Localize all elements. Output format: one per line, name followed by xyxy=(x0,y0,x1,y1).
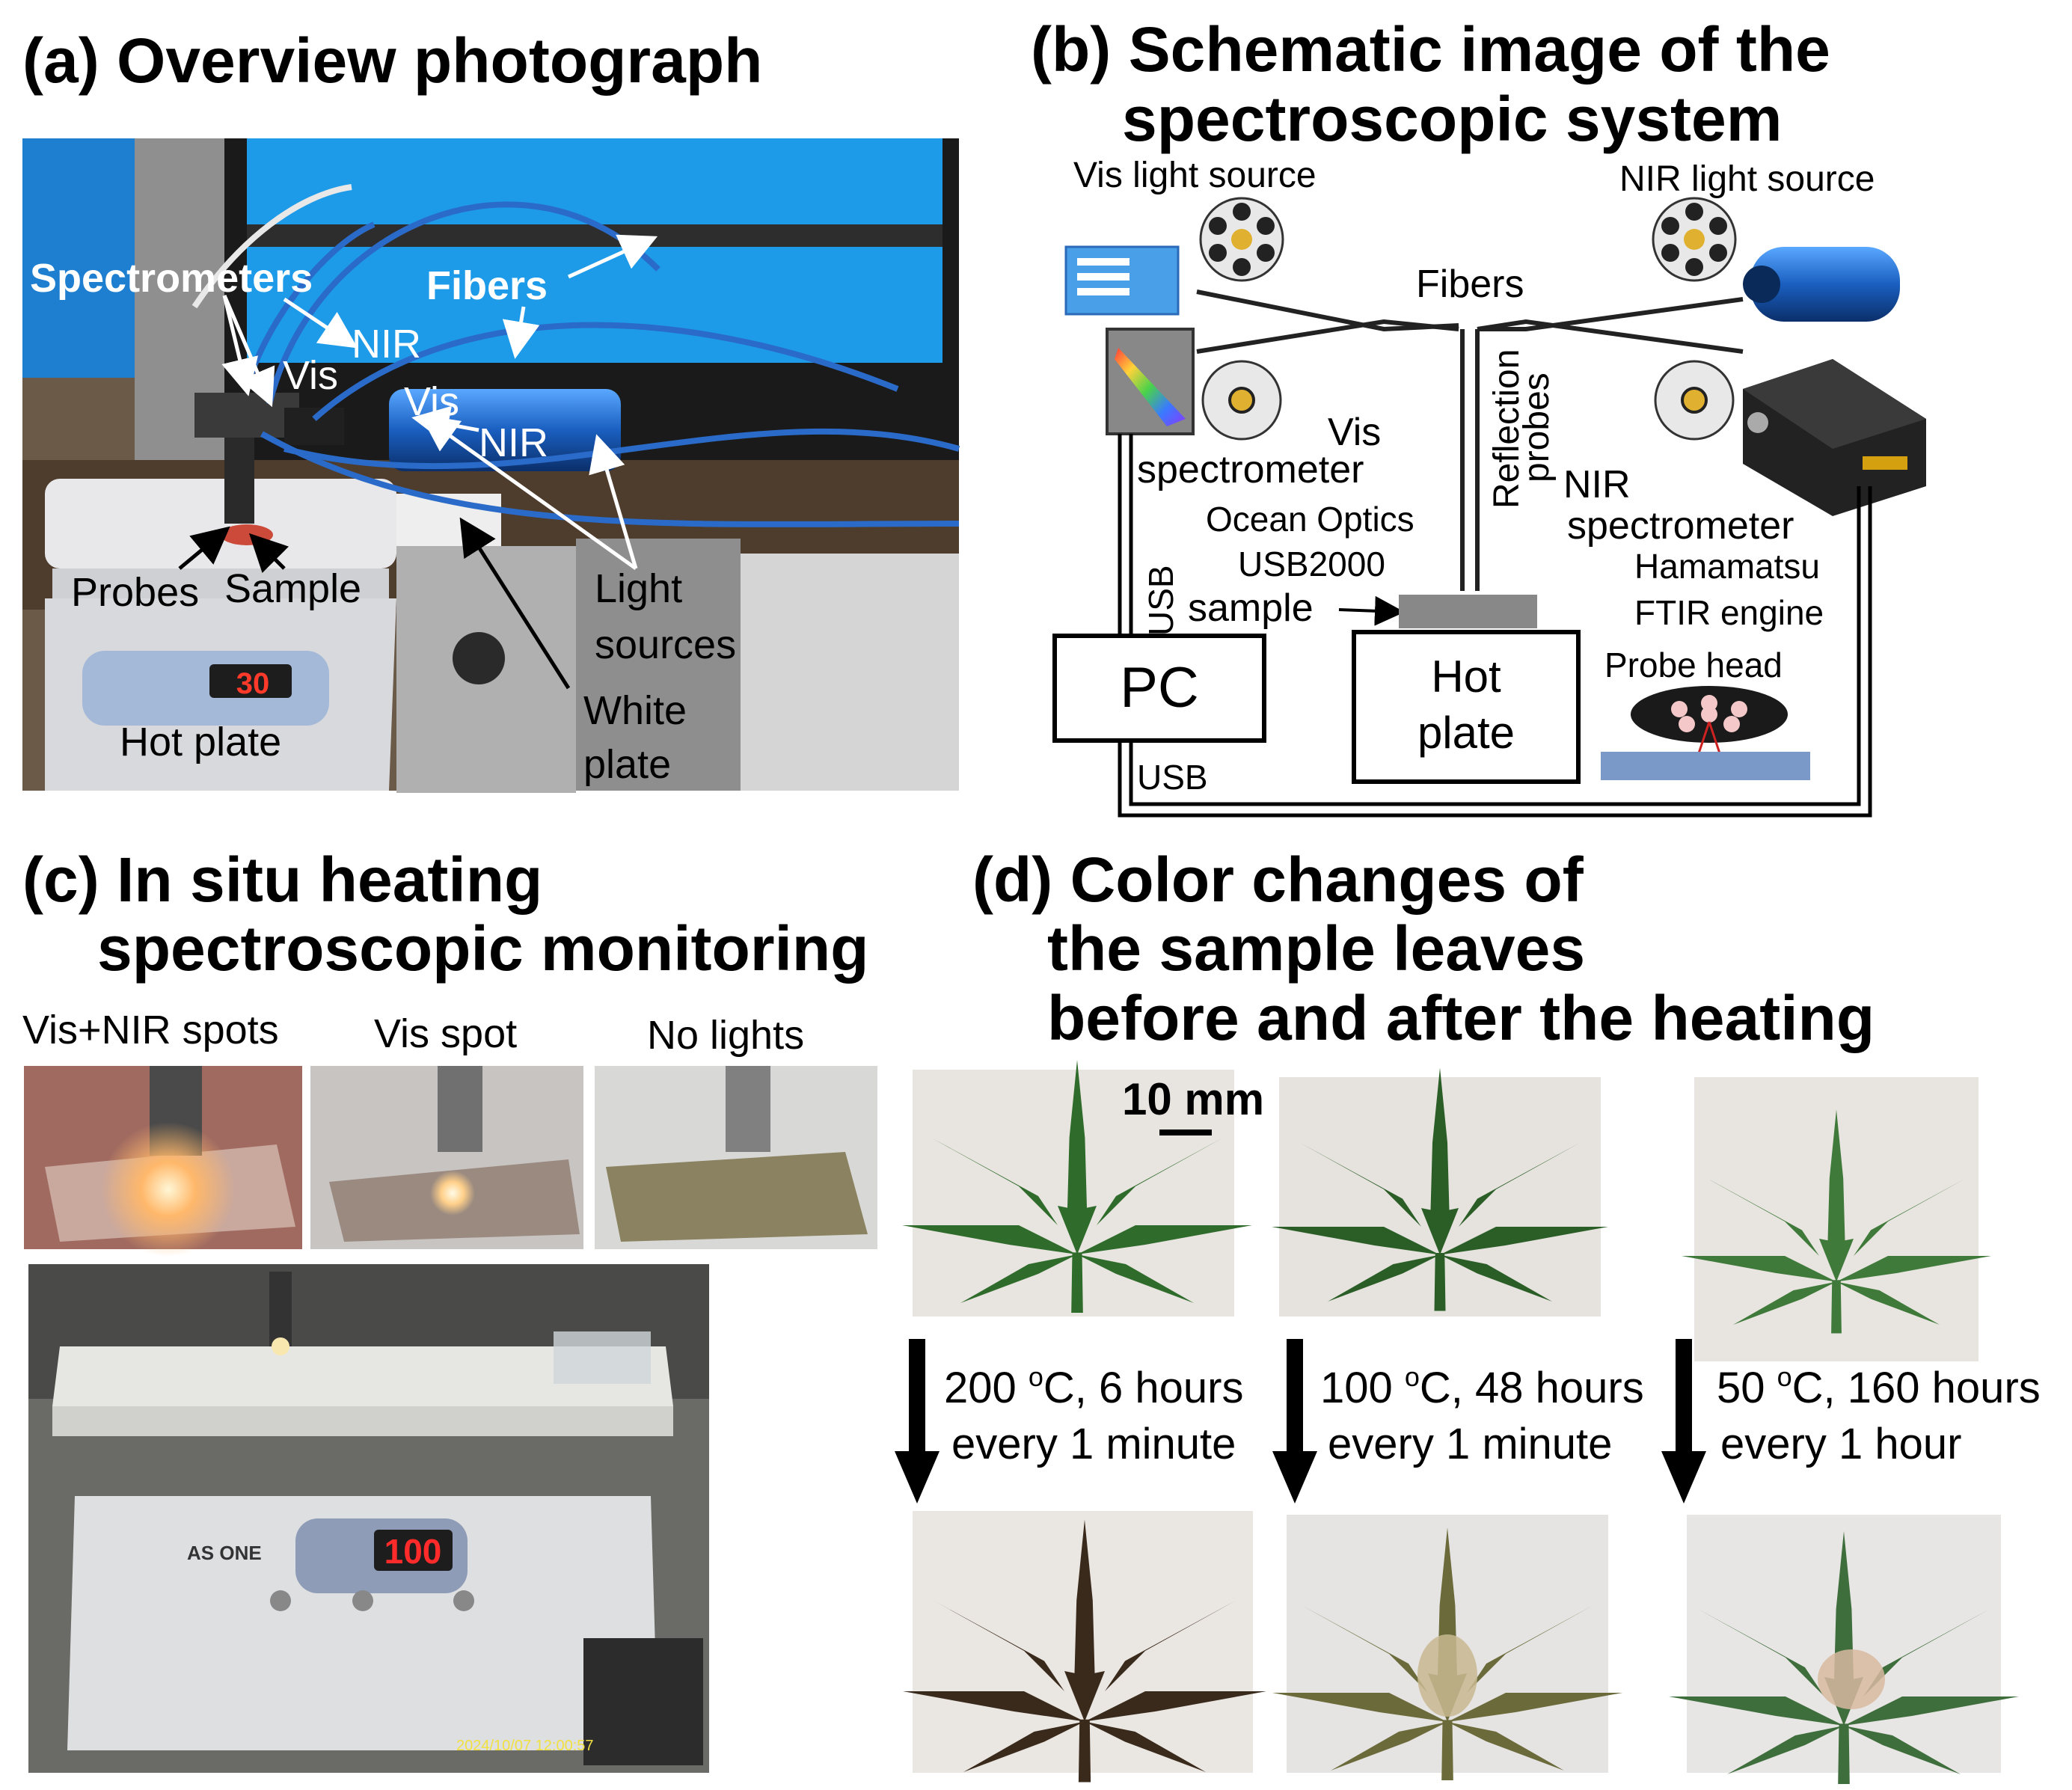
label-usb-vertical: USB xyxy=(1141,565,1180,636)
schematic-wires xyxy=(1118,434,1872,818)
hot-plate-display-value: 30 xyxy=(236,667,270,700)
panel-b-title-line1: (b) Schematic image of the xyxy=(1031,14,1830,85)
overview-photo: 30 xyxy=(22,138,960,793)
label-usb2000: USB2000 xyxy=(1238,545,1385,583)
pc-box xyxy=(1052,634,1266,743)
label-reflection: Reflection xyxy=(1487,349,1527,509)
label-sample-b: sample xyxy=(1188,586,1314,630)
condition-2-interval: every 1 minute xyxy=(1328,1420,1612,1468)
leaf-after-1 xyxy=(903,1511,1266,1783)
panel-b-title-line2: spectroscopic system xyxy=(1122,84,1782,154)
panel-c-title-line1: (c) In situ heating xyxy=(22,845,542,915)
label-plate: plate xyxy=(1417,708,1515,758)
label-nir-mid: NIR xyxy=(479,420,548,465)
heating-setup-photo: 100 AS ONE 2024/10/07 12:00:57 xyxy=(28,1264,709,1773)
sample-spot xyxy=(221,524,273,545)
leaf-after-3 xyxy=(1669,1515,2019,1784)
label-hamamatsu: Hamamatsu xyxy=(1634,547,1820,586)
fiber-bundle-icon-vis xyxy=(1199,197,1284,282)
label-pc: PC xyxy=(1120,656,1199,720)
label-white-plate-1: White xyxy=(583,688,687,733)
label-nir-top: NIR xyxy=(352,322,421,367)
condition-2-temp: 100 oC, 48 hours xyxy=(1320,1361,1644,1412)
label-vis-top: Vis xyxy=(283,353,338,398)
schematic-fibers xyxy=(1196,289,1744,591)
label-spectrometers: Spectrometers xyxy=(30,256,313,301)
thumb-label-vis-nir: Vis+NIR spots xyxy=(22,1008,279,1052)
panel-d-title-line3: before and after the heating xyxy=(1047,983,1875,1053)
leaf-after-2 xyxy=(1272,1515,1622,1780)
label-hot-plate: Hot plate xyxy=(120,720,281,764)
panel-a-labels: Spectrometers Fibers NIR Vis Vis NIR Pro… xyxy=(30,256,736,787)
panel-a-black-arrows xyxy=(178,517,571,690)
sample-block xyxy=(1399,595,1537,628)
leaf-before-2 xyxy=(1272,1067,1608,1317)
thumb-label-vis: Vis spot xyxy=(374,1011,517,1056)
condition-3-temp: 50 oC, 160 hours xyxy=(1717,1361,2041,1412)
label-nir-light-source: NIR light source xyxy=(1619,159,1875,199)
leaf-before-3 xyxy=(1682,1077,1991,1361)
label-fibers: Fibers xyxy=(426,263,548,308)
label-ftir-engine: FTIR engine xyxy=(1634,593,1824,632)
vis-spectrometer-icon xyxy=(1106,328,1195,435)
sample-arrow xyxy=(1338,595,1405,626)
label-usb-bottom: USB xyxy=(1137,758,1208,797)
label-light-sources-2: sources xyxy=(595,622,736,667)
label-vis-b: Vis xyxy=(1328,411,1381,454)
vis-light-source-icon xyxy=(1064,245,1180,316)
setup-timestamp: 2024/10/07 12:00:57 xyxy=(456,1738,594,1754)
label-vis-mid: Vis xyxy=(404,379,459,424)
panel-a-white-arrows xyxy=(221,234,658,571)
label-white-plate-2: plate xyxy=(583,742,671,787)
label-sample: Sample xyxy=(224,566,361,611)
panel-a-title: (a) Overview photograph xyxy=(22,25,762,96)
hot-plate-top xyxy=(45,479,396,568)
condition-1-interval: every 1 minute xyxy=(951,1420,1236,1468)
hot-plate-box xyxy=(1352,630,1581,784)
nir-spectrometer-icon xyxy=(1743,359,1926,516)
setup-brand: AS ONE xyxy=(187,1542,262,1564)
probe-tip-icon-nir xyxy=(1654,360,1735,441)
label-probes: Probes xyxy=(71,570,199,615)
leaf-before-1 xyxy=(902,1060,1252,1317)
probe-tip-icon-vis xyxy=(1201,360,1282,441)
label-nir-b: NIR xyxy=(1563,463,1631,506)
probe-head-icon xyxy=(1601,686,1810,780)
label-probe-head: Probe head xyxy=(1604,646,1783,684)
label-hot: Hot xyxy=(1431,652,1501,702)
label-fibers-b: Fibers xyxy=(1416,263,1524,306)
panel-c: (c) In situ heating spectroscopic monito… xyxy=(22,845,877,1773)
condition-1-temp: 200 oC, 6 hours xyxy=(944,1361,1244,1412)
label-ocean-optics: Ocean Optics xyxy=(1206,500,1414,539)
hot-plate-display xyxy=(209,664,292,698)
label-vis-spectrometer: spectrometer xyxy=(1137,448,1364,491)
label-probes-b: probes xyxy=(1517,373,1557,482)
condition-3-interval: every 1 hour xyxy=(1720,1420,1961,1468)
setup-display xyxy=(374,1530,453,1571)
thumb-label-no-lights: No lights xyxy=(647,1013,804,1058)
panel-b: (b) Schematic image of the spectroscopic… xyxy=(1031,14,1926,818)
setup-display-value: 100 xyxy=(384,1532,442,1571)
label-light-sources-1: Light xyxy=(595,566,682,611)
label-vis-light-source: Vis light source xyxy=(1073,156,1317,195)
thumb-no-lights xyxy=(595,1066,877,1249)
label-nir-spectrometer: spectrometer xyxy=(1567,504,1794,548)
scale-bar xyxy=(1159,1130,1212,1135)
panel-d-title-line1: (d) Color changes of xyxy=(972,845,1584,915)
thumb-vis xyxy=(310,1066,583,1249)
panel-d: (d) Color changes of the sample leaves b… xyxy=(895,845,2041,1784)
panel-d-title-line2: the sample leaves xyxy=(1047,913,1585,984)
fiber-bundle-icon-nir xyxy=(1652,197,1737,282)
scale-bar-label: 10 mm xyxy=(1122,1074,1264,1124)
heating-arrows xyxy=(895,1339,1706,1504)
panel-c-title-line2: spectroscopic monitoring xyxy=(97,913,868,984)
thumb-vis-nir xyxy=(24,1066,302,1257)
panel-a: (a) Overview photograph 30 xyxy=(22,25,960,793)
nir-light-source-icon xyxy=(1750,247,1900,322)
